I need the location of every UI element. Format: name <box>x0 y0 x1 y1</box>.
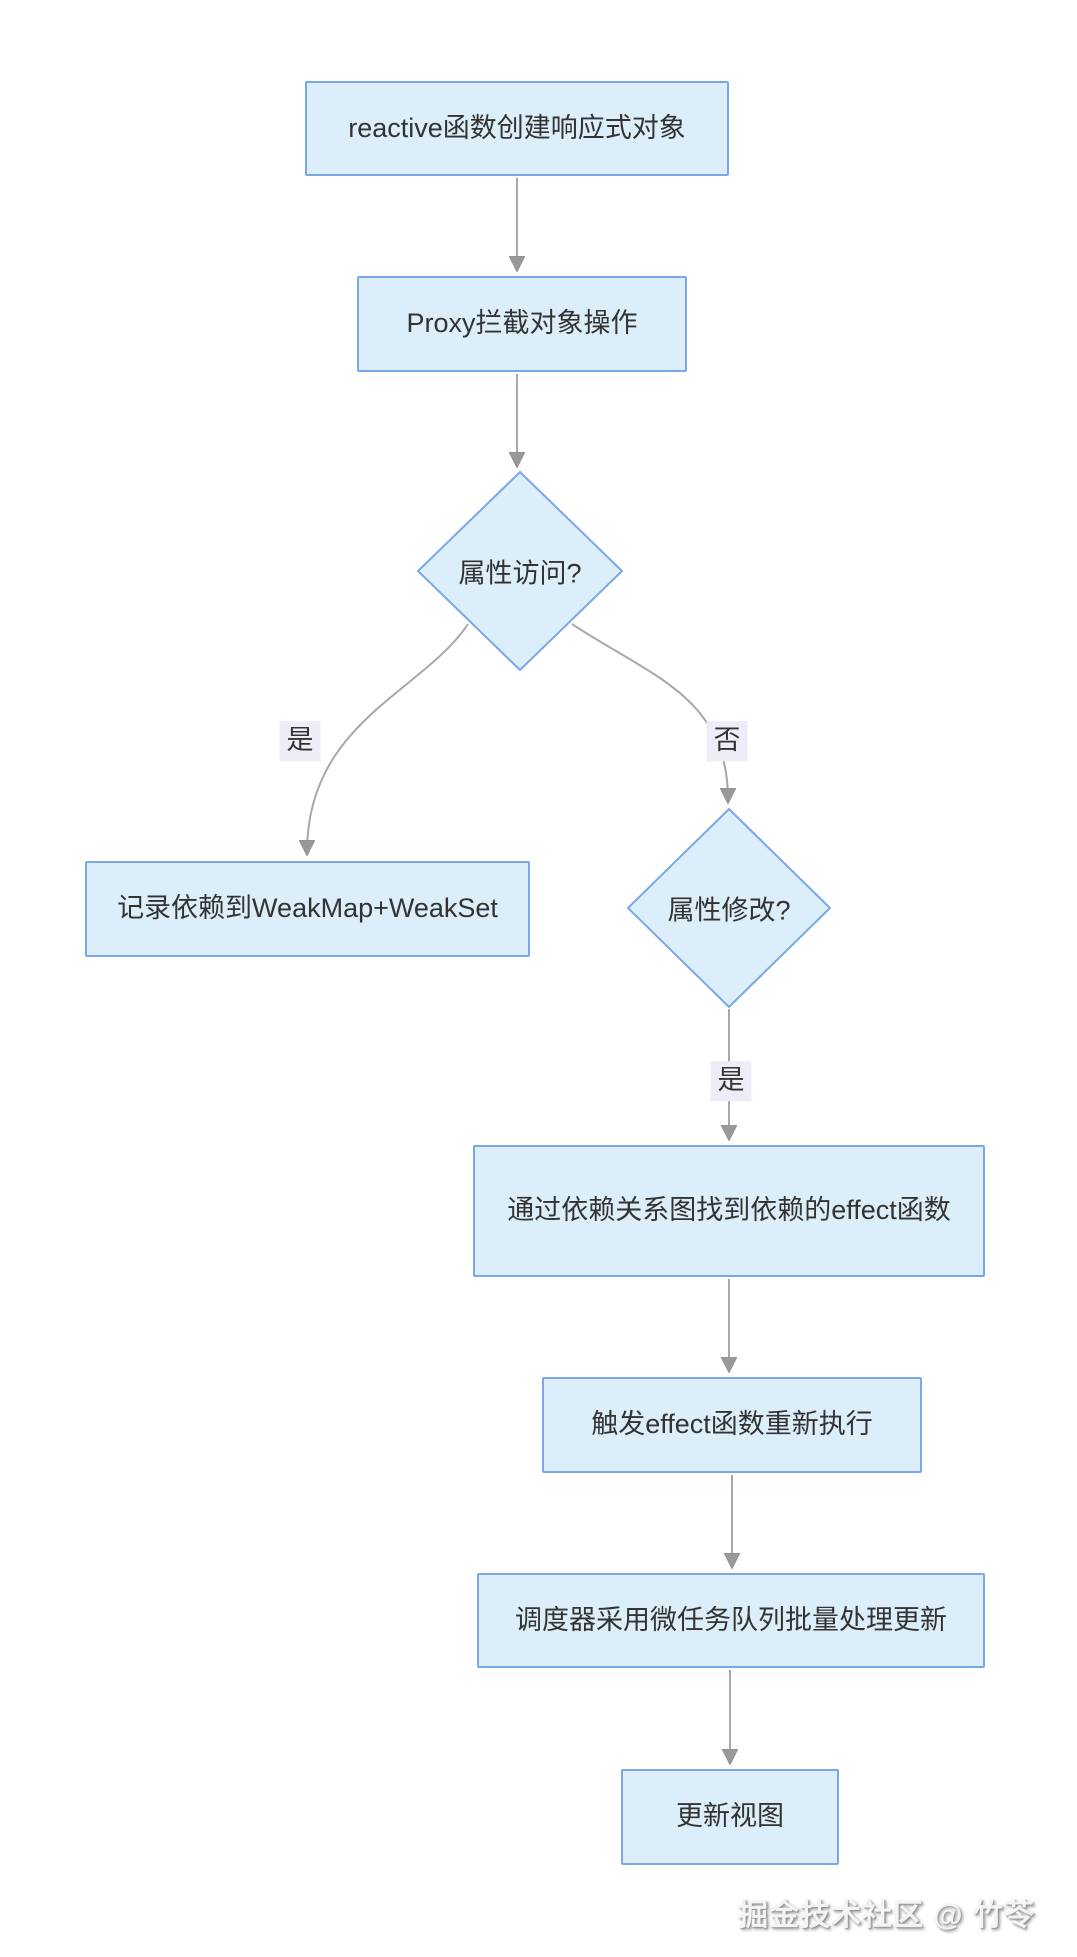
node-record-dependency-label: 记录依赖到WeakMap+WeakSet <box>117 893 498 924</box>
node-scheduler-label: 调度器采用微任务队列批量处理更新 <box>515 1604 947 1635</box>
node-proxy-intercept: Proxy拦截对象操作 <box>357 276 687 372</box>
node-find-effects: 通过依赖关系图找到依赖的effect函数 <box>473 1145 985 1277</box>
node-scheduler: 调度器采用微任务队列批量处理更新 <box>477 1573 985 1668</box>
node-update-view: 更新视图 <box>621 1769 839 1865</box>
edge-label-access-yes: 是 <box>279 721 321 761</box>
node-proxy-intercept-label: Proxy拦截对象操作 <box>406 308 638 339</box>
decision-access-label: 属性访问? <box>458 558 582 589</box>
decision-modify-diamond <box>626 807 832 1009</box>
node-create-reactive: reactive函数创建响应式对象 <box>305 81 729 176</box>
node-find-effects-label: 通过依赖关系图找到依赖的effect函数 <box>507 1195 951 1226</box>
decision-modify-label: 属性修改? <box>667 895 791 926</box>
node-trigger-effect-label: 触发effect函数重新执行 <box>591 1409 873 1440</box>
edge-access-no-to-modify-check <box>571 623 728 800</box>
node-create-reactive-label: reactive函数创建响应式对象 <box>348 112 686 143</box>
edge-access-yes-to-record <box>307 623 469 852</box>
node-record-dependency: 记录依赖到WeakMap+WeakSet <box>85 861 530 957</box>
edge-label-access-no: 否 <box>706 721 748 761</box>
node-trigger-effect: 触发effect函数重新执行 <box>542 1377 922 1473</box>
edge-label-modify-yes: 是 <box>710 1061 752 1101</box>
node-update-view-label: 更新视图 <box>676 1801 784 1832</box>
decision-access-diamond <box>416 470 624 672</box>
watermark: 掘金技术社区 @ 竹苓 <box>738 1899 1035 1932</box>
